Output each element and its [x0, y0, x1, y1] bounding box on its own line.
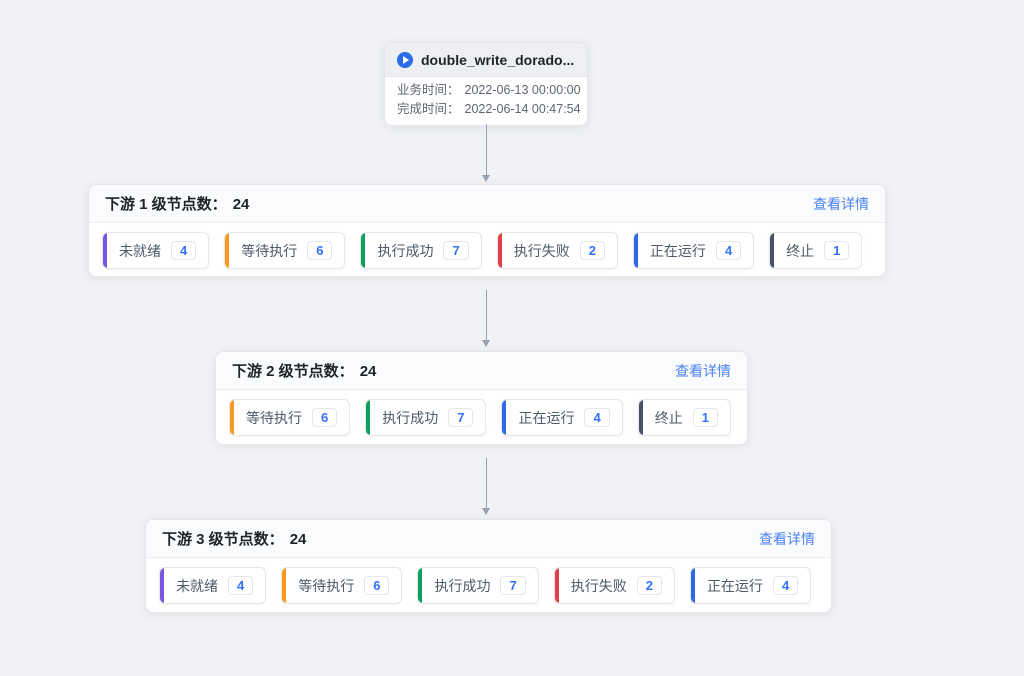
status-color-bar [160, 568, 164, 603]
status-label: 等待执行 [246, 409, 302, 426]
status-label: 终止 [654, 409, 683, 426]
status-label: 执行成功 [382, 409, 439, 426]
status-badge-running[interactable]: 正在运行 4 [632, 232, 755, 269]
panel-title-text: 下游 2 级节点数： [232, 363, 354, 380]
status-label: 执行成功 [434, 577, 491, 594]
panel-title-text: 下游 3 级节点数： [162, 531, 284, 548]
status-badge-success[interactable]: 执行成功 7 [365, 399, 487, 436]
view-details-link[interactable]: 查看详情 [675, 362, 731, 379]
panel-node-count: 24 [289, 531, 307, 548]
panel-node-count: 24 [232, 196, 250, 213]
panel-title: 下游 3 级节点数： 24 [162, 528, 306, 549]
status-color-bar [554, 568, 559, 603]
status-count: 7 [443, 241, 469, 260]
root-node-card-header[interactable]: double_write_dorado... [385, 43, 587, 77]
arrow-head-icon [482, 340, 490, 347]
status-color-bar [103, 233, 107, 268]
status-label: 终止 [786, 242, 815, 259]
status-color-bar [638, 400, 643, 435]
status-count: 6 [364, 576, 390, 595]
arrow-head-icon [482, 508, 490, 515]
panel-node-count: 24 [359, 363, 377, 380]
status-label: 正在运行 [518, 409, 575, 426]
panel-title-text: 下游 1 级节点数： [105, 196, 227, 213]
business-time-row: 业务时间： 2022-06-13 00:00:00 [397, 81, 581, 100]
status-label: 执行成功 [377, 242, 434, 259]
status-count: 4 [228, 576, 254, 595]
status-label: 等待执行 [298, 577, 355, 594]
status-badge-failed[interactable]: 执行失败 2 [553, 567, 675, 604]
panel-header: 下游 2 级节点数： 24 查看详情 [216, 352, 747, 390]
downstream-level-3-panel: 下游 3 级节点数： 24 查看详情 未就绪 4 等待执行 6 执行成功 7 [145, 519, 832, 613]
status-badge-not-ready[interactable]: 未就绪 4 [102, 232, 210, 269]
status-badge-terminated[interactable]: 终止 1 [769, 232, 863, 269]
panel-header: 下游 3 级节点数： 24 查看详情 [146, 520, 831, 558]
root-node-card[interactable]: double_write_dorado... 业务时间： 2022-06-13 … [384, 42, 588, 126]
status-color-bar [633, 233, 638, 268]
finish-time-row: 完成时间： 2022-06-14 00:47:54 [397, 100, 581, 119]
status-badge-failed[interactable]: 执行失败 2 [496, 232, 618, 269]
connector-arrow-3 [482, 458, 490, 515]
panel-title: 下游 2 级节点数： 24 [232, 360, 376, 381]
status-badge-waiting[interactable]: 等待执行 6 [229, 399, 351, 436]
play-triangle [403, 55, 409, 64]
connector-arrow-2 [482, 290, 490, 347]
status-badge-waiting[interactable]: 等待执行 6 [281, 567, 403, 604]
business-time-value: 2022-06-13 00:00:00 [464, 83, 581, 97]
business-time-label: 业务时间： [397, 83, 460, 97]
finish-time-label: 完成时间： [397, 102, 460, 116]
status-badge-not-ready[interactable]: 未就绪 4 [159, 567, 267, 604]
status-color-bar [361, 233, 366, 268]
status-count: 4 [171, 241, 197, 260]
panel-header: 下游 1 级节点数： 24 查看详情 [89, 185, 885, 223]
status-color-bar [225, 233, 230, 268]
status-badge-row: 未就绪 4 等待执行 6 执行成功 7 执行失败 2 正在运行 4 [146, 558, 831, 613]
root-node-title: double_write_dorado... [421, 51, 575, 68]
status-color-bar [497, 233, 502, 268]
root-node-card-body: 业务时间： 2022-06-13 00:00:00 完成时间： 2022-06-… [385, 77, 587, 125]
status-badge-row: 等待执行 6 执行成功 7 正在运行 4 终止 1 [216, 390, 747, 445]
panel-title: 下游 1 级节点数： 24 [105, 193, 249, 214]
status-badge-running[interactable]: 正在运行 4 [689, 567, 812, 604]
connector-arrow-1 [482, 124, 490, 182]
status-label: 未就绪 [176, 577, 218, 594]
status-color-bar [502, 400, 507, 435]
status-label: 未就绪 [119, 242, 161, 259]
status-label: 等待执行 [241, 242, 298, 259]
status-count: 2 [579, 241, 605, 260]
status-badge-terminated[interactable]: 终止 1 [637, 399, 731, 436]
finish-time-value: 2022-06-14 00:47:54 [464, 102, 581, 116]
status-badge-row: 未就绪 4 等待执行 6 执行成功 7 执行失败 2 正在运行 4 [89, 223, 885, 278]
status-color-bar [690, 568, 695, 603]
status-count: 6 [312, 408, 338, 427]
arrow-head-icon [482, 175, 490, 182]
status-badge-success[interactable]: 执行成功 7 [417, 567, 539, 604]
status-count: 4 [584, 408, 610, 427]
status-badge-waiting[interactable]: 等待执行 6 [224, 232, 346, 269]
status-badge-success[interactable]: 执行成功 7 [360, 232, 482, 269]
status-count: 7 [500, 576, 526, 595]
downstream-level-2-panel: 下游 2 级节点数： 24 查看详情 等待执行 6 执行成功 7 正在运行 4 [215, 351, 748, 445]
status-label: 正在运行 [649, 242, 706, 259]
status-color-bar [230, 400, 234, 435]
status-label: 正在运行 [706, 577, 763, 594]
play-icon [397, 51, 413, 68]
status-color-bar [282, 568, 287, 603]
status-label: 执行失败 [570, 577, 627, 594]
status-color-bar [770, 233, 775, 268]
downstream-level-1-panel: 下游 1 级节点数： 24 查看详情 未就绪 4 等待执行 6 执行成功 7 [88, 184, 886, 277]
view-details-link[interactable]: 查看详情 [759, 530, 815, 547]
status-count: 7 [448, 408, 474, 427]
status-count: 4 [715, 241, 742, 260]
status-count: 4 [772, 576, 799, 595]
status-color-bar [418, 568, 423, 603]
status-count: 6 [307, 241, 333, 260]
view-details-link[interactable]: 查看详情 [813, 195, 869, 212]
status-count: 2 [636, 576, 662, 595]
status-label: 执行失败 [513, 242, 570, 259]
status-count: 1 [824, 241, 850, 260]
status-badge-running[interactable]: 正在运行 4 [501, 399, 623, 436]
status-color-bar [366, 400, 371, 435]
status-count: 1 [692, 408, 718, 427]
